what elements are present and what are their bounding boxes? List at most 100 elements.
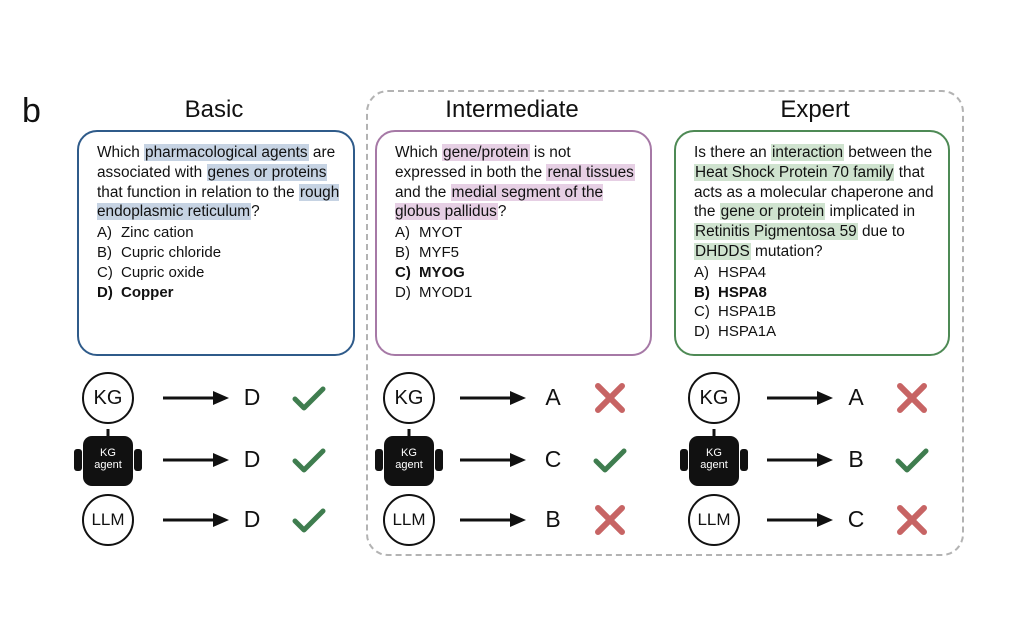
question-text: Which gene/protein is not expressed in b…	[395, 143, 640, 222]
predicted-answer: D	[243, 446, 261, 472]
model-label: KG agent	[395, 447, 423, 471]
model-label: KG agent	[94, 447, 122, 471]
question-fragment: are associated with	[97, 144, 336, 181]
model-label: KG agent	[700, 447, 728, 471]
kg-agent-robot-icon: KG agent	[373, 427, 445, 489]
llm-model-circle: LLM	[82, 494, 134, 546]
kg-model-circle: KG	[383, 372, 435, 424]
model-label: LLM	[697, 510, 731, 529]
question-fragment: and the	[395, 183, 451, 201]
kg-agent-robot-icon: KG agent	[72, 427, 144, 489]
option-text: MYOT	[419, 224, 463, 242]
option-text: HSPA1B	[718, 303, 777, 321]
predicted-answer: C	[544, 446, 562, 472]
answer-option: C)Cupric oxide	[97, 263, 343, 283]
question-fragment: between the	[844, 144, 933, 161]
option-text: Cupric chloride	[121, 243, 222, 261]
cross-icon	[895, 381, 929, 415]
model-label: LLM	[91, 510, 125, 529]
cross-icon	[593, 381, 627, 415]
column-title: Basic	[184, 96, 244, 123]
option-text: HSPA8	[718, 283, 767, 301]
arrow-icon	[163, 391, 229, 405]
arrow-icon	[460, 513, 526, 527]
cross-icon	[593, 503, 627, 537]
model-label: KG	[394, 386, 424, 409]
highlighted-term: gene/protein	[442, 144, 530, 161]
answer-option: A)HSPA4	[694, 263, 938, 283]
llm-model-circle: LLM	[688, 494, 740, 546]
highlighted-term: Heat Shock Protein 70 family	[694, 163, 895, 181]
kg-model-circle: KG	[688, 372, 740, 424]
question-fragment: is not expressed in both the	[395, 144, 571, 181]
option-letter: C)	[395, 263, 411, 281]
answer-option: D)MYOD1	[395, 283, 640, 303]
option-letter: A)	[97, 224, 112, 242]
arrow-icon	[460, 453, 526, 467]
option-letter: D)	[395, 283, 411, 301]
model-label: KG	[699, 386, 729, 409]
option-text: HSPA1A	[718, 323, 777, 341]
predicted-answer: B	[848, 446, 864, 472]
answer-option: B)MYF5	[395, 243, 640, 263]
question-box: Which pharmacological agents are associa…	[77, 130, 355, 356]
question-text: Which pharmacological agents are associa…	[97, 143, 343, 222]
correct-option: C) MYOG	[395, 263, 640, 283]
option-letter: D)	[97, 283, 113, 301]
answer-option: C) HSPA1B	[694, 302, 938, 322]
check-icon	[593, 443, 627, 477]
predicted-answer: D	[243, 384, 261, 410]
correct-option: B) HSPA8	[694, 283, 938, 303]
column-title: Expert	[780, 96, 850, 123]
option-letter: A)	[395, 224, 410, 242]
model-label: LLM	[392, 510, 426, 529]
kg-agent-robot-icon: KG agent	[678, 427, 750, 489]
highlighted-term: interaction	[771, 144, 845, 161]
predicted-answer: C	[847, 506, 865, 532]
panel-label: b	[22, 92, 41, 130]
question-box: Which gene/protein is not expressed in b…	[375, 130, 652, 356]
check-icon	[292, 503, 326, 537]
highlighted-term: pharmacological agents	[144, 144, 309, 161]
highlighted-term: genes or proteins	[206, 163, 328, 181]
option-letter: B)	[97, 243, 112, 261]
arrow-icon	[163, 513, 229, 527]
option-text: MYF5	[419, 243, 460, 261]
question-fragment: that acts as a molecular chaperone and t…	[694, 163, 934, 221]
option-letter: C)	[97, 263, 113, 281]
model-label: KG	[93, 386, 123, 409]
option-letter: B)	[694, 283, 710, 301]
question-fragment: ?	[497, 203, 507, 221]
question-fragment: Which	[395, 144, 443, 161]
question-fragment: mutation?	[750, 242, 823, 260]
arrow-icon	[767, 513, 833, 527]
question-fragment: implicated in	[825, 203, 916, 221]
option-text: MYOG	[419, 263, 465, 281]
question-fragment: Which	[97, 144, 145, 161]
predicted-answer: A	[545, 384, 561, 410]
question-fragment: that function in relation to the	[97, 183, 299, 201]
question-text: Is there an interaction between the Heat…	[694, 143, 938, 262]
answer-option: A) MYOT	[395, 223, 640, 243]
option-text: HSPA4	[718, 263, 767, 281]
arrow-icon	[767, 453, 833, 467]
check-icon	[895, 443, 929, 477]
option-text: Copper	[121, 283, 174, 301]
predicted-answer: A	[848, 384, 864, 410]
arrow-icon	[767, 391, 833, 405]
question-fragment: due to	[857, 223, 905, 241]
highlighted-term: DHDDS	[694, 242, 751, 260]
arrow-icon	[163, 453, 229, 467]
predicted-answer: B	[545, 506, 561, 532]
answer-option: A)Zinc cation	[97, 223, 343, 243]
check-icon	[292, 381, 326, 415]
cross-icon	[895, 503, 929, 537]
highlighted-term: gene or protein	[719, 203, 826, 221]
highlighted-term: renal tissues	[546, 163, 635, 181]
option-letter: C)	[694, 303, 710, 321]
question-box: Is there an interaction between the Heat…	[674, 130, 950, 356]
predicted-answer: D	[243, 506, 261, 532]
